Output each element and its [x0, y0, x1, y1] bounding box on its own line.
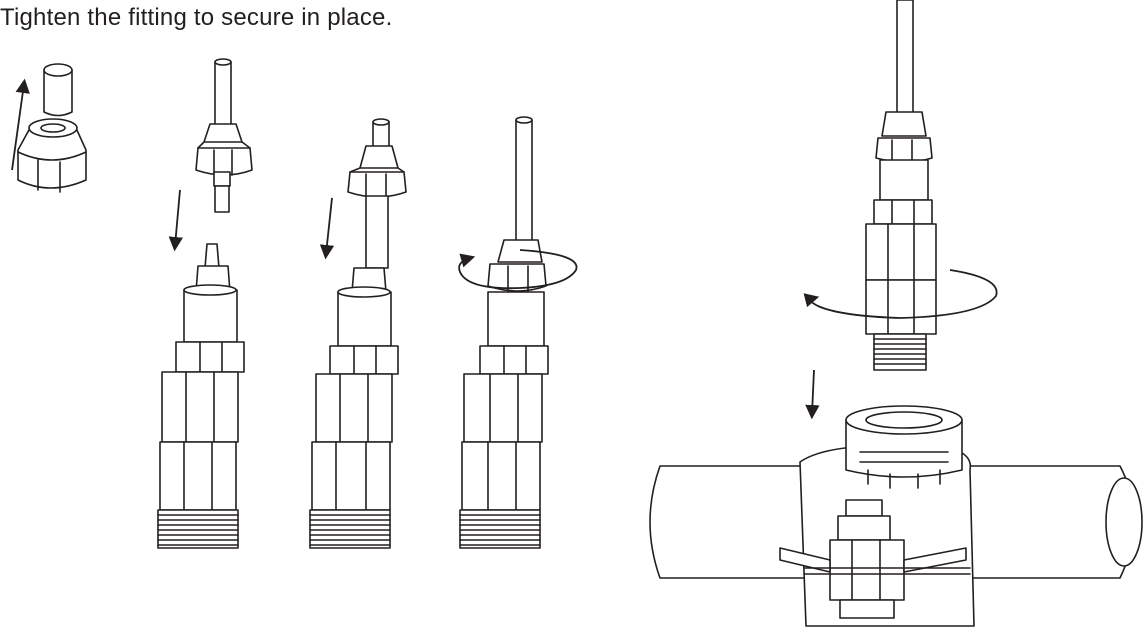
thread-section — [459, 509, 541, 549]
instruction-text: Tighten the fitting to secure in place. — [0, 4, 393, 31]
thread-section — [157, 509, 239, 549]
down-arrow-icon — [805, 369, 820, 420]
sensor-install-assembly — [649, 0, 1143, 627]
step-1-assembly — [157, 58, 253, 549]
rotate-arrow-icon — [803, 269, 998, 319]
ferrule-and-nut-detail — [11, 63, 87, 193]
pipe-tee-fitting — [779, 405, 975, 627]
thread-section — [873, 333, 927, 371]
step-3-assembly — [458, 116, 578, 549]
compression-nut-piece — [17, 118, 87, 193]
thread-section — [309, 509, 391, 549]
down-arrow-icon — [319, 197, 335, 260]
ferrule-tube-piece — [43, 63, 73, 117]
up-arrow-icon — [11, 78, 30, 171]
rotate-arrow-icon — [458, 249, 578, 290]
step-2-assembly — [309, 118, 407, 549]
down-arrow-icon — [168, 189, 183, 252]
